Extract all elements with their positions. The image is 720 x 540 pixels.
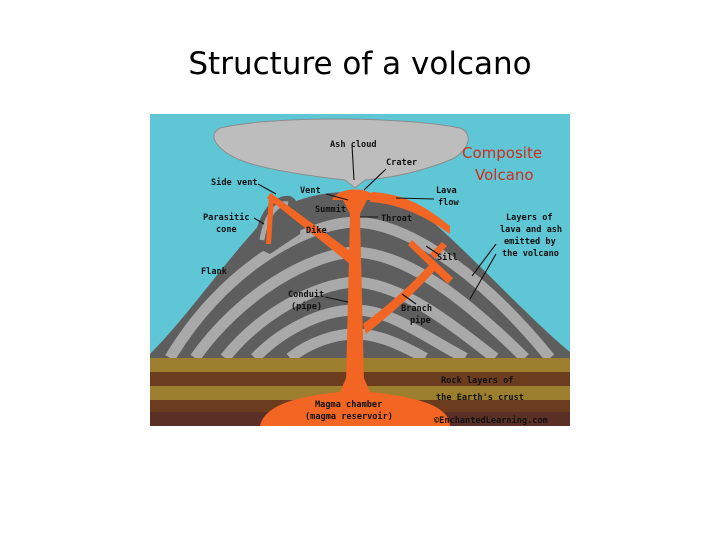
label-credit: ©EnchantedLearning.com	[434, 415, 548, 426]
branch-pipe	[363, 262, 438, 334]
label-side-vent: Side vent	[211, 177, 258, 188]
magma-chamber	[260, 376, 450, 426]
ash-cloud	[213, 118, 469, 189]
label-layers-3: emitted by	[504, 236, 556, 247]
label-flank: Flank	[201, 267, 228, 277]
label-parasitic-2: cone	[216, 225, 237, 235]
label-branch-2: pipe	[410, 315, 431, 326]
label-sill: Sill	[437, 252, 458, 263]
lava-system	[260, 189, 453, 426]
composite-title-line1: Composite	[462, 144, 542, 162]
label-lava-flow-1: Lava	[436, 186, 457, 196]
label-lava-flow-2: flow	[438, 198, 460, 208]
label-dike: Dike	[306, 225, 327, 236]
dike	[267, 193, 354, 264]
volcano-diagram: Composite Volcano Ash cloud Crater Side …	[150, 114, 570, 426]
label-rock-layers-2: the Earth's crust	[436, 393, 524, 403]
labels: Composite Volcano Ash cloud Crater Side …	[201, 140, 562, 426]
main-conduit	[342, 198, 368, 382]
crater-lava	[332, 189, 378, 200]
label-layers-1: Layers of	[506, 213, 553, 223]
label-magma-1: Magma chamber	[315, 400, 382, 410]
label-summit: Summit	[315, 204, 346, 215]
label-layers-2: lava and ash	[500, 225, 562, 235]
label-branch-1: Branch	[401, 304, 432, 314]
label-throat: Throat	[381, 214, 412, 224]
label-parasitic-1: Parasitic	[203, 212, 250, 223]
composite-title-line2: Volcano	[475, 166, 534, 184]
label-magma-2: (magma reservoir)	[305, 411, 393, 422]
label-rock-layers-1: Rock layers of	[441, 376, 513, 386]
label-layers-4: the volcano	[502, 249, 559, 259]
slide-title: Structure of a volcano	[188, 46, 532, 82]
label-conduit-2: (pipe)	[291, 301, 322, 312]
label-crater: Crater	[386, 158, 417, 168]
label-ash-cloud: Ash cloud	[330, 140, 377, 150]
lava-flow	[370, 192, 450, 234]
label-conduit-1: Conduit	[288, 289, 324, 300]
label-vent: Vent	[300, 186, 321, 196]
sill	[408, 240, 453, 284]
leader-lines	[253, 144, 497, 305]
